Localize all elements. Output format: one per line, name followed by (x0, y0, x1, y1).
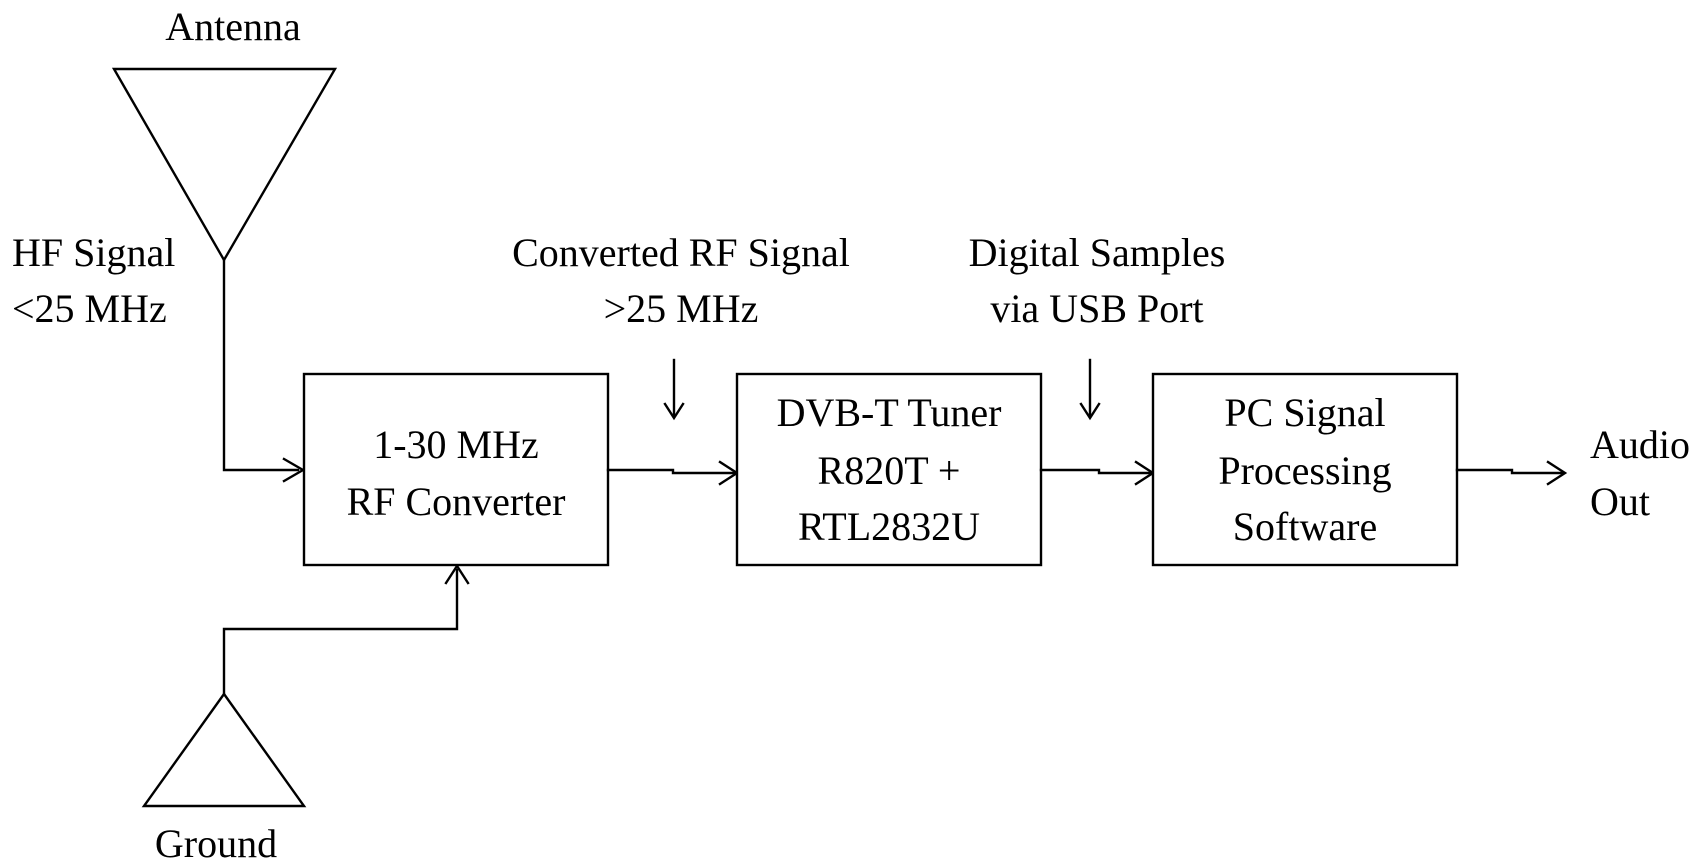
digital-samples-line2: via USB Port (990, 286, 1203, 331)
audio-out-wire (1455, 460, 1568, 486)
tuner-to-software-wire (1039, 460, 1156, 486)
digital-samples-arrow (1079, 358, 1101, 421)
converted-signal-line1: Converted RF Signal (512, 230, 850, 275)
converted-signal-label: Converted RF Signal >25 MHz (512, 230, 850, 331)
ground-wire (222, 563, 470, 696)
tuner-line2: R820T + (818, 448, 961, 493)
ground-symbol (141, 691, 307, 808)
converter-to-tuner-wire (606, 460, 740, 486)
ground-label: Ground (155, 821, 277, 861)
converted-signal-arrow (663, 358, 685, 421)
hf-signal-line1: HF Signal (12, 230, 175, 275)
antenna-symbol (111, 67, 338, 263)
antenna-label: Antenna (165, 4, 301, 49)
rf-converter-block: 1-30 MHz RF Converter (302, 372, 610, 567)
audio-out-line1: Audio (1590, 422, 1690, 467)
digital-samples-line1: Digital Samples (969, 230, 1226, 275)
converted-signal-line2: >25 MHz (604, 286, 759, 331)
audio-out-label: Audio Out (1590, 422, 1690, 524)
software-line3: Software (1233, 504, 1377, 549)
antenna-feed-wire (222, 258, 306, 483)
rf-converter-line1: 1-30 MHz (373, 422, 539, 467)
tuner-line1: DVB-T Tuner (777, 390, 1002, 435)
audio-out-line2: Out (1590, 479, 1650, 524)
hf-signal-line2: <25 MHz (12, 286, 167, 331)
software-line2: Processing (1218, 448, 1391, 493)
tuner-block: DVB-T Tuner R820T + RTL2832U (735, 372, 1043, 567)
tuner-line3: RTL2832U (798, 504, 980, 549)
digital-samples-label: Digital Samples via USB Port (969, 230, 1226, 331)
rf-converter-line2: RF Converter (347, 479, 566, 524)
software-block: PC Signal Processing Software (1151, 372, 1459, 567)
hf-signal-label: HF Signal <25 MHz (12, 230, 175, 331)
software-line1: PC Signal (1224, 390, 1385, 435)
